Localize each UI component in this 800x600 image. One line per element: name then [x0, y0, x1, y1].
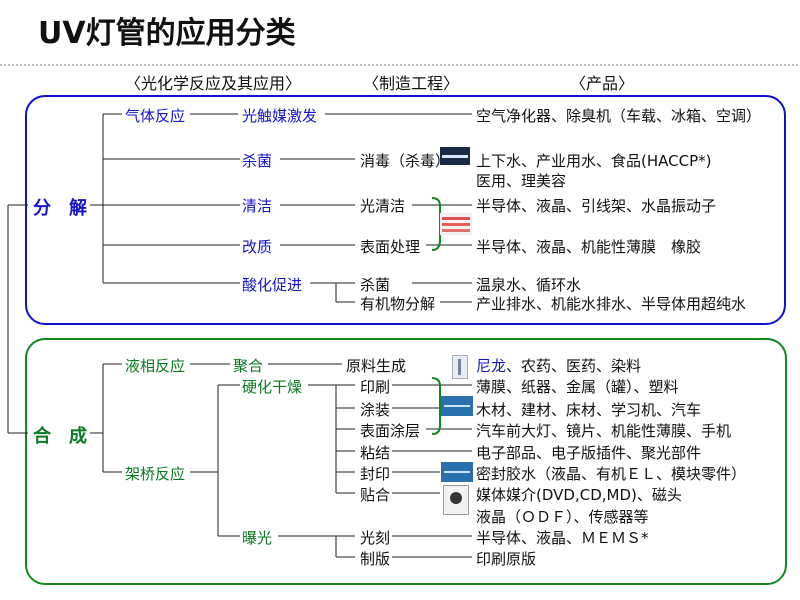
- products-seal: 密封胶水（液晶、有机ＥＬ、模块零件）: [476, 465, 747, 483]
- liquid-reaction: 液相反应: [125, 357, 186, 375]
- uv-lamp-thumb-clean: [440, 213, 472, 235]
- polymerize: 聚合: [233, 357, 264, 375]
- synthesis-box: [25, 338, 787, 585]
- sealing: 封印: [360, 465, 391, 483]
- gas-reaction: 气体反应: [125, 107, 186, 125]
- header-products: 〈产品〉: [570, 74, 635, 93]
- modify: 改质: [242, 238, 273, 256]
- products-clean: 半导体、液晶、引线架、水晶振动子: [476, 197, 717, 215]
- products-surface: 汽车前大灯、镜片、机能性薄膜、手机: [476, 422, 732, 440]
- crosslink-reaction: 架桥反应: [125, 465, 186, 483]
- acid-sterilize: 杀菌: [360, 276, 391, 294]
- products-litho: 半导体、液晶、ＭＥＭＳ*: [476, 529, 649, 547]
- lithography: 光刻: [360, 529, 391, 547]
- sterilize: 杀菌: [242, 152, 273, 170]
- exposure: 曝光: [242, 529, 273, 547]
- surface-coating: 表面涂层: [360, 422, 421, 440]
- products-hotwater: 温泉水、循环水: [476, 276, 582, 294]
- products-raw-nylon: 尼龙: [476, 357, 507, 375]
- cure-dry: 硬化干燥: [242, 378, 303, 396]
- plate-making: 制版: [360, 550, 391, 568]
- products-modify: 半导体、液晶、机能性薄膜 橡胶: [476, 238, 702, 256]
- photocatalyst: 光触媒激发: [242, 107, 318, 125]
- products-water-1: 上下水、产业用水、食品(HACCP*): [476, 152, 712, 170]
- page-title: UV灯管的应用分类: [38, 16, 296, 51]
- printing: 印刷: [360, 378, 391, 396]
- uv-lamp-thumb-seal: [441, 462, 473, 482]
- uv-lamp-thumb-raw: [452, 355, 468, 379]
- uv-lamp-thumb-disinfect: [440, 147, 470, 165]
- surface-treat: 表面处理: [360, 238, 421, 256]
- products-raw-rest: 、农药、医药、染料: [506, 357, 642, 375]
- products-coat: 木材、建材、床材、学习机、汽车: [476, 401, 702, 419]
- header-manufacturing: 〈制造工程〉: [363, 74, 460, 93]
- clean: 清洁: [242, 197, 273, 215]
- organic-decompose: 有机物分解: [360, 295, 436, 313]
- adhesion: 粘结: [360, 444, 391, 462]
- products-plate: 印刷原版: [476, 550, 537, 568]
- synthesis-label: 合 成: [33, 426, 87, 447]
- products-drain: 产业排水、机能水排水、半导体用超纯水: [476, 295, 747, 313]
- products-water-2: 医用、理美容: [476, 172, 567, 190]
- products-adhere: 电子部品、电子版插件、聚光部件: [476, 444, 702, 462]
- header-photochem: 〈光化学反应及其应用〉: [125, 74, 302, 93]
- coating: 涂装: [360, 401, 391, 419]
- uv-lamp-thumb-bond: [443, 485, 469, 515]
- uv-lamp-thumb-coat: [441, 396, 473, 416]
- products-bond-1: 媒体媒介(DVD,CD,MD)、磁头: [476, 486, 682, 504]
- products-air: 空气净化器、除臭机（车载、冰箱、空调）: [476, 107, 762, 125]
- acid-promote: 酸化促进: [242, 276, 303, 294]
- raw-material: 原料生成: [346, 357, 407, 375]
- products-bond-2: 液晶（ＯＤＦ）、传感器等: [476, 508, 649, 526]
- photo-clean: 光清洁: [360, 197, 406, 215]
- products-raw: 尼龙、农药、医药、染料: [476, 355, 641, 376]
- products-print: 薄膜、纸器、金属（罐）、塑料: [476, 378, 679, 396]
- decompose-box: [25, 95, 786, 325]
- disinfect: 消毒（杀毒）: [360, 152, 451, 170]
- decompose-label: 分 解: [33, 198, 87, 219]
- bonding: 贴合: [360, 486, 391, 504]
